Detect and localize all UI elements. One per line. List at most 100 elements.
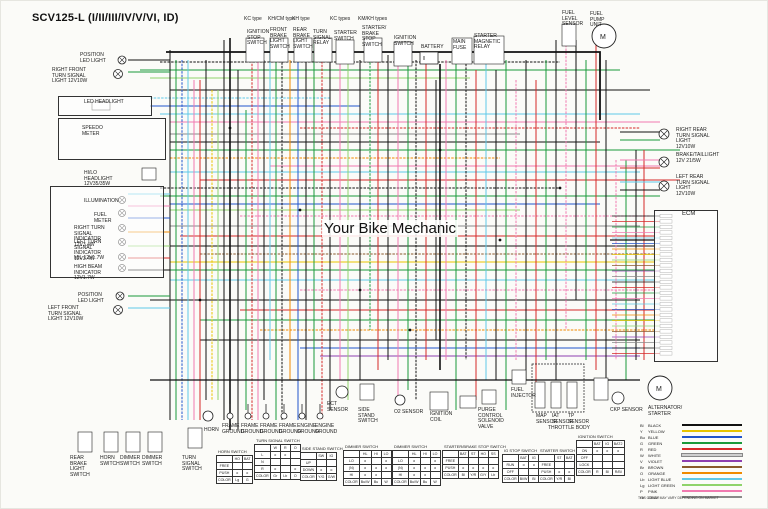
switch-block-icon [393, 41, 413, 67]
switch-table-cell: o [407, 464, 421, 472]
switch-table-cell: LO [429, 450, 441, 458]
legend-name: ORANGE [648, 470, 666, 476]
switch-table-cell [325, 459, 337, 467]
top-component-label: FUEL PUMP UNIT [590, 11, 605, 28]
switch-table-cell: Bu/W [358, 478, 372, 486]
left-component-label: FUEL METER [94, 212, 112, 224]
switch-table-cell [553, 461, 565, 469]
switch-table-cell: O [289, 472, 301, 480]
watermark: Your Bike Mechanic [322, 220, 459, 237]
ect-sensor-icon [335, 385, 349, 399]
switch-table-cell [380, 471, 392, 479]
legend-code: Y [640, 428, 643, 434]
bottom-switch-label: REAR BRAKE LIGHT SWITCH [70, 455, 90, 478]
switch-block-icon [245, 37, 265, 63]
legend-name: GRAY [648, 494, 660, 500]
top-component-label: STARTER/ BRAKE STOP SWITCH [362, 25, 387, 48]
switch-table-row: LOCK [576, 461, 625, 469]
diagram-title: SCV125-L (I/II/III/IV/V/VI, ID) [32, 12, 179, 24]
switch-table-cell: ON [576, 447, 593, 455]
switch-table-cell: Bl [563, 475, 575, 483]
legend-swatch [682, 436, 742, 438]
switch-table-cell: o [380, 464, 392, 472]
bottom-switch-label: ENGINE GROUND [315, 423, 338, 435]
switch-table-cell [254, 444, 271, 452]
junction-dot [298, 208, 302, 212]
speedometer-box [58, 118, 166, 160]
bottom-component-label: MAP SENSOR [536, 413, 558, 425]
switch-table-cell: o [370, 464, 382, 472]
left-component-label: LEFT TURN SIGNAL INDICATOR 12V3.4W [74, 239, 102, 262]
headlight-box [58, 96, 152, 116]
position-light-icon-filament [117, 293, 123, 299]
legend-name: GREEN [648, 440, 663, 446]
switch-table-cell [300, 452, 317, 460]
legend-name: LIGHT BLUE [648, 476, 672, 482]
switch-table-cell [343, 450, 360, 458]
left-component-label: MIL 12V1.7W [74, 255, 105, 261]
horn-icon [202, 410, 214, 422]
switch-table-cell [517, 468, 530, 476]
switch-table-cell: FREE [216, 462, 233, 470]
top-component-label: FUEL LEVEL SENSOR [562, 10, 584, 27]
top-component-label: FRONT BRAKE LIGHT SWITCH [270, 27, 290, 50]
switch-table-cell: BAT2 [611, 440, 625, 448]
left-component-label: ILLUMINATION [84, 198, 119, 204]
switch-table-cell: COLOR [343, 478, 360, 486]
switch-table-cell: HO [231, 455, 243, 463]
legend-code: Bu [640, 434, 645, 440]
bottom-switch-label: ENGINE GROUND [297, 423, 320, 435]
legend-swatch [682, 484, 742, 486]
ground-symbol-icon [280, 412, 288, 420]
switch-table-cell: o [429, 464, 441, 472]
switch-table-cell: LO [343, 457, 360, 465]
bottom-component-label: SIDE STAND SWITCH [358, 407, 378, 424]
switch-table-title: STARTER SWITCH [540, 448, 576, 453]
right-component-label: LEFT REAR TURN SIGNAL LIGHT 12V10W [676, 174, 710, 197]
handlebar-switch-icon [103, 431, 119, 453]
right-component-label: BRAKE/TAILLIGHT 12V 21/5W [676, 152, 720, 164]
headlight-connector [141, 167, 157, 181]
switch-table-cell: RUN [502, 461, 519, 469]
switch-table-row: UP [300, 459, 337, 467]
left-component-label: POSITION LED LIGHT [80, 52, 106, 64]
legend-name: YELLOW [648, 428, 665, 434]
switch-table-cell: (N) [343, 464, 360, 472]
left-component-label: HI/LO HEADLIGHT 12V35/35W [84, 170, 113, 187]
left-component-label: RIGHT TURN SIGNAL INDICATOR 12V3.4W [74, 225, 105, 248]
legend-swatch [682, 442, 742, 444]
switch-table-cell: o [380, 457, 392, 465]
switch-table-row: FREE [442, 457, 499, 465]
switch-table-cell: Gr [269, 472, 281, 480]
left-component-label: LED HEADLIGHT [84, 99, 124, 105]
switch-table-cell: COLOR [392, 478, 409, 486]
legend-row: Y YELLOW [640, 428, 762, 434]
turn-signal-bulb-icon-filament [660, 182, 668, 190]
handlebar-switch-icon [77, 431, 93, 453]
ckp-sensor-icon [611, 391, 625, 405]
switch-table-cell: o [457, 464, 469, 472]
switch-table-cell [392, 450, 409, 458]
switch-table-cell: COLOR [576, 468, 593, 476]
switch-table-cell: o [477, 464, 489, 472]
switch-table-cell: IG [601, 440, 613, 448]
bottom-component-label: ECT SENSOR [327, 401, 349, 413]
legend-name: RED [648, 446, 657, 452]
switch-table-row: N [254, 458, 301, 466]
